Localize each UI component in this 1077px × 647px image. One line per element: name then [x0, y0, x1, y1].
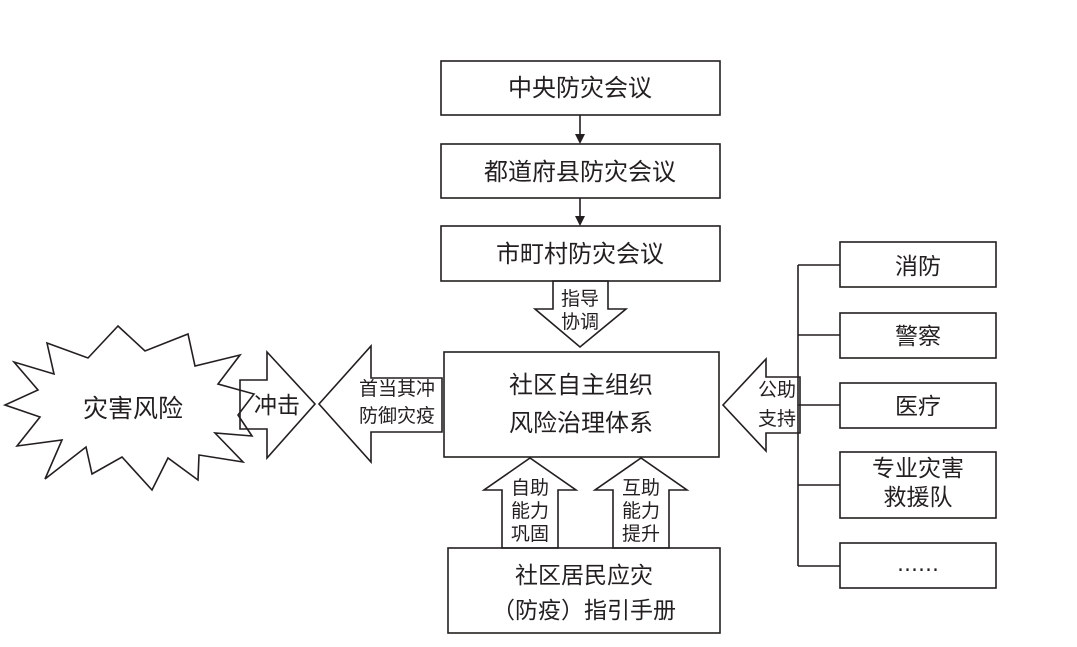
prefecture-council-label: 都道府县防灾会议 — [484, 158, 676, 186]
central-council-label: 中央防灾会议 — [508, 74, 652, 102]
self-help-label-line3: 巩固 — [511, 523, 549, 545]
defense-label-line1: 首当其冲 — [359, 378, 435, 400]
guidance-arrow — [532, 280, 629, 349]
agency-rescue-label-line1: 专业灾害 — [872, 456, 964, 482]
guidance-label-line1: 指导 — [561, 288, 599, 310]
disaster-risk-burst — [2, 324, 256, 492]
mutual-help-label-line1: 互助 — [622, 477, 660, 499]
manual-label-line1: 社区居民应灾 — [515, 563, 653, 589]
self-help-arrow — [481, 457, 579, 549]
support-arrow — [721, 356, 801, 454]
disaster-risk-label: 灾害风险 — [83, 394, 183, 423]
governance-system-box — [443, 351, 720, 458]
agency-box-medical — [839, 382, 997, 429]
impact-label: 冲击 — [254, 393, 300, 419]
self-help-label-line2: 能力 — [511, 500, 549, 522]
governance-label-line2: 风险治理体系 — [509, 409, 653, 437]
agency-box-more — [839, 542, 997, 589]
agency-medical-label: 医疗 — [895, 394, 941, 420]
self-help-label-line1: 自助 — [511, 477, 549, 499]
support-label-line2: 支持 — [758, 408, 796, 430]
municipal-council-label: 市町村防灾会议 — [496, 240, 664, 268]
agency-box-rescue — [839, 451, 997, 519]
agency-fire-label: 消防 — [895, 254, 941, 280]
defense-label-line2: 防御灾疫 — [359, 405, 435, 427]
agency-rescue-label-line2: 救援队 — [884, 485, 953, 511]
agency-box-police — [839, 312, 997, 359]
agency-box-fire — [839, 241, 997, 288]
defense-arrow — [317, 343, 443, 465]
resident-manual-box — [447, 547, 721, 634]
mutual-help-arrow — [592, 457, 690, 549]
guidance-label-line2: 协调 — [561, 311, 599, 333]
mutual-help-label-line3: 提升 — [622, 523, 660, 545]
impact-arrow — [239, 349, 317, 461]
mutual-help-label-line2: 能力 — [622, 500, 660, 522]
governance-label-line1: 社区自主组织 — [509, 371, 653, 399]
agency-more-label: …… — [897, 552, 939, 576]
agency-police-label: 警察 — [895, 324, 941, 350]
manual-label-line2: （防疫）指引手册 — [492, 598, 676, 624]
support-label-line1: 公助 — [758, 379, 796, 401]
